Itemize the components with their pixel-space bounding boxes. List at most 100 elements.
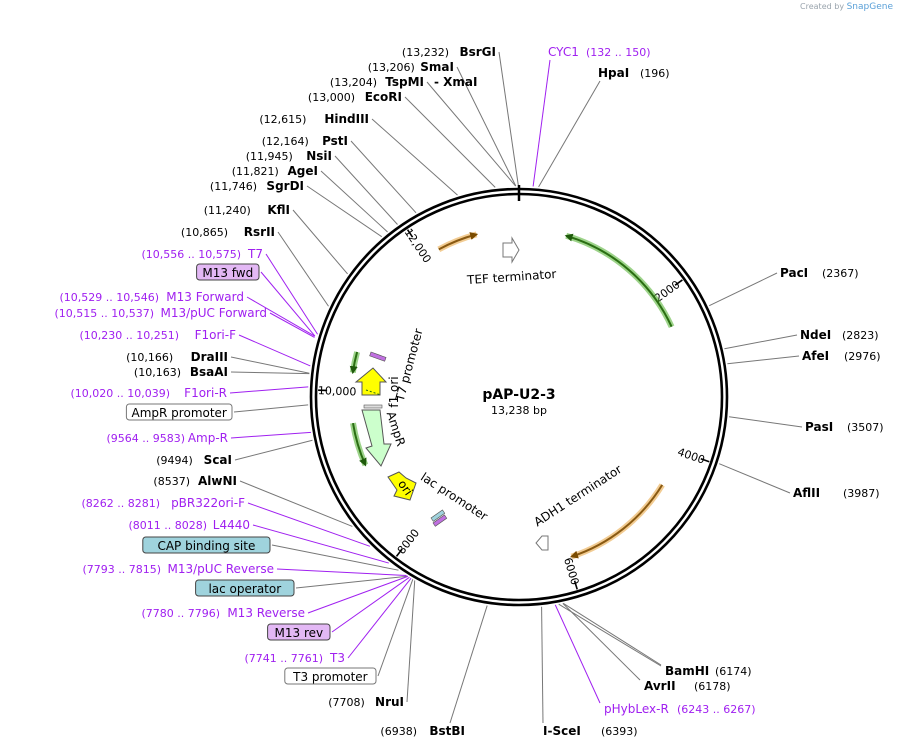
aflii-leader <box>718 463 791 494</box>
tick-12-000 <box>406 229 414 238</box>
rsrii-name: RsrII <box>244 225 275 239</box>
i-scei-name: I-SceI <box>543 724 581 738</box>
tick-label-10-000: 10,000 <box>318 384 357 398</box>
hpai-leader <box>538 80 601 188</box>
tick-label-6000: 6000 <box>561 556 582 587</box>
l4440-leader <box>252 524 389 564</box>
amp-r-leader <box>230 431 312 439</box>
bsrgi-name: BsrGI <box>459 45 496 59</box>
cap-binding-site-leader <box>271 544 399 571</box>
psti-name: PstI <box>322 134 348 148</box>
m13-reverse-name: M13 Reverse <box>227 606 305 620</box>
cyc1-name: CYC1 <box>548 45 579 59</box>
cap-binding-site-label: CAP binding site <box>157 539 255 553</box>
aflii-position: (3987) <box>843 487 880 500</box>
tick-4000 <box>700 458 710 463</box>
hpai-name: HpaI <box>598 66 629 80</box>
ecori-leader <box>404 96 496 188</box>
cap-binding-site-box <box>142 536 271 554</box>
m13-rev-box <box>267 623 331 641</box>
aflii-name: AflII <box>793 486 820 500</box>
t3-promoter-box <box>284 667 377 685</box>
draiii-name: DraIII <box>191 350 228 364</box>
cyc1-leader <box>532 59 551 187</box>
plasmid-name: pAP-U2-3 <box>482 387 555 403</box>
bamhi-leader <box>562 602 662 666</box>
lac-operator-leader <box>295 575 408 589</box>
lac-promoter-mark <box>432 514 448 527</box>
watermark-brand: SnapGene <box>846 2 893 12</box>
sgrdi-position: (11,746) <box>210 180 257 193</box>
feature-f1-ori <box>354 367 388 396</box>
orf-arc-3 <box>569 484 664 559</box>
t3-name: T3 <box>329 651 345 665</box>
bsrgi-position: (13,232) <box>402 46 449 59</box>
tick-6000 <box>573 580 578 590</box>
ndei-name: NdeI <box>800 328 831 342</box>
ampr-promoter-leader <box>233 404 309 413</box>
f1ori-r-leader <box>229 386 309 394</box>
tspmi-leader <box>426 81 516 187</box>
ampr-promoter-label: AmpR promoter <box>132 406 227 420</box>
ampr-promoter-box <box>125 403 233 421</box>
t3-promoter-leader <box>377 579 414 677</box>
nrui-leader <box>406 580 416 703</box>
bsrgi-leader <box>498 51 519 187</box>
m13-rev-label: M13 rev <box>275 626 324 640</box>
ecori-position: (13,000) <box>308 91 355 104</box>
snapgene-watermark: Created by SnapGene <box>800 2 893 12</box>
m13-forward-name: M13 Forward <box>166 290 244 304</box>
paci-leader <box>709 272 778 307</box>
m13-puc-forward-name: M13/pUC Forward <box>160 306 267 320</box>
tick-8000 <box>395 548 403 557</box>
pbr322ori-f-position: (8262 .. 8281) <box>81 497 160 510</box>
hindiii-name: HindIII <box>324 112 369 126</box>
nrui-position: (7708) <box>328 696 365 709</box>
bsaai-name: BsaAI <box>190 365 228 379</box>
orf-arc-1 <box>438 232 479 251</box>
lac-operator-mark <box>430 509 446 522</box>
i-scei-position: (6393) <box>601 725 638 738</box>
feature-label-tef-terminator: TEF terminator <box>466 267 557 287</box>
kfli-position: (11,240) <box>204 204 251 217</box>
m13-puc-forward-position: (10,515 .. 10,537) <box>54 307 154 320</box>
scai-leader <box>234 439 313 461</box>
site-labels: BsrGI(13,232)SmaI(13,206)TspMI(13,204)- … <box>54 45 883 738</box>
phyblex-r-leader <box>554 604 601 704</box>
lac-operator-label: lac operator <box>208 582 281 596</box>
draiii-leader <box>230 356 310 374</box>
t3-promoter-label: T3 promoter <box>292 670 368 684</box>
orf-arc-2-glow <box>565 232 675 328</box>
lac-operator-box <box>195 579 295 597</box>
t7-promoter-mark <box>369 351 387 362</box>
orf-arc-4 <box>352 422 367 467</box>
hindiii-leader <box>371 118 458 196</box>
m13-rev-leader <box>331 576 410 633</box>
bamhi-name: BamHI <box>665 664 709 678</box>
t7-name: T7 <box>247 247 263 261</box>
paci-name: PacI <box>780 266 808 280</box>
feature-label-t7-promoter: T7 promoter <box>392 327 425 404</box>
m13-puc-reverse-position: (7793 .. 7815) <box>82 563 161 576</box>
amp-r-name: Amp-R <box>188 431 228 445</box>
l4440-name: L4440 <box>213 518 250 532</box>
afei-name: AfeI <box>802 349 829 363</box>
bsaai-position: (10,163) <box>134 366 181 379</box>
afei-leader <box>727 355 800 365</box>
psti-leader <box>350 140 417 214</box>
nsii-position: (11,945) <box>246 150 293 163</box>
paci-position: (2367) <box>822 267 859 280</box>
plasmid-size: 13,238 bp <box>491 404 547 417</box>
f1-ori-dotted-mark <box>365 389 382 396</box>
alwni-name: AlwNI <box>198 474 237 488</box>
feature-adh1-terminator <box>535 535 549 551</box>
nrui-name: NruI <box>375 695 404 709</box>
tspmi-extra: - XmaI <box>434 75 477 89</box>
draiii-position: (10,166) <box>126 351 173 364</box>
scai-position: (9494) <box>156 454 193 467</box>
cyc1-position: (132 .. 150) <box>586 46 651 59</box>
rsrii-leader <box>277 231 329 307</box>
i-scei-leader <box>541 606 544 724</box>
bsaai-leader <box>230 371 310 375</box>
